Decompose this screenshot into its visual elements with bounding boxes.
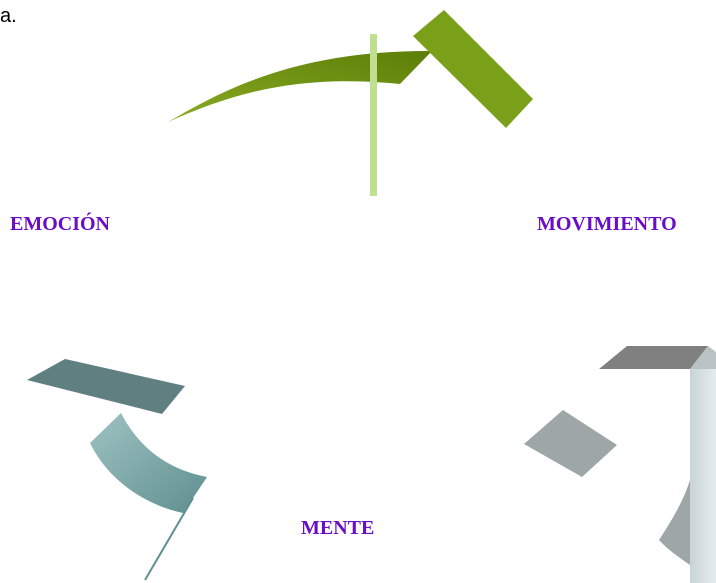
gray-vertical-column bbox=[690, 369, 716, 583]
green-arrow-group bbox=[168, 10, 533, 196]
teal-diagonal-line bbox=[144, 497, 194, 581]
green-curved-arrow-body bbox=[168, 50, 432, 122]
gray-lower-curved-panel bbox=[659, 480, 690, 565]
green-arrow-head bbox=[413, 10, 533, 128]
label-emocion: EMOCIÓN bbox=[10, 213, 110, 235]
label-mente: MENTE bbox=[301, 517, 375, 539]
gray-top-panel bbox=[599, 346, 708, 369]
teal-arrow-group bbox=[27, 359, 207, 581]
gray-diamond-panel bbox=[524, 410, 617, 477]
green-vertical-bar bbox=[370, 34, 377, 196]
gray-top-panel-edge bbox=[690, 346, 716, 369]
label-movimiento: MOVIMIENTO bbox=[537, 213, 677, 235]
top-text-fragment: a. bbox=[0, 5, 17, 27]
teal-flat-panel bbox=[27, 359, 185, 414]
teal-curved-panel bbox=[90, 413, 207, 513]
gray-arrow-group bbox=[524, 346, 716, 583]
